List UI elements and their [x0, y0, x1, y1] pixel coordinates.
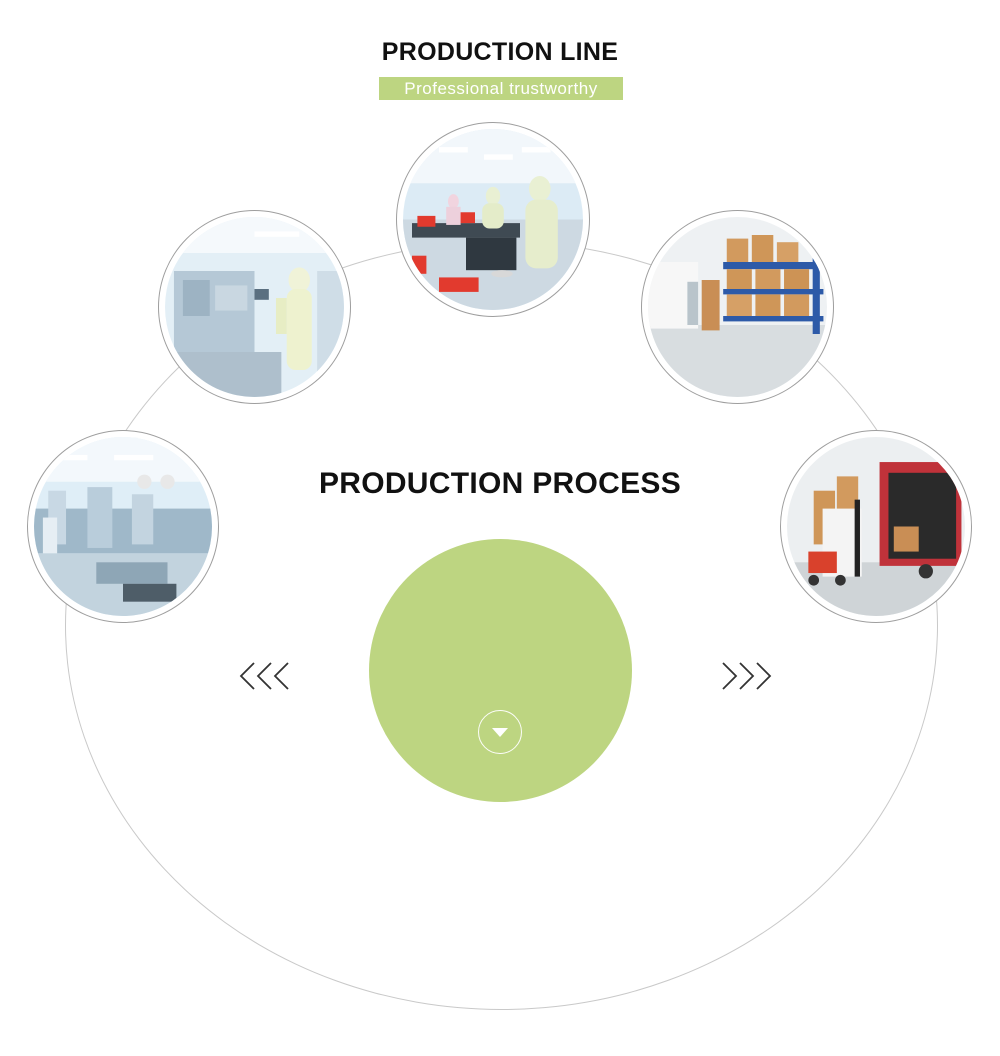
process-title: PRODUCTION PROCESS	[318, 467, 682, 500]
loading-truck-photo	[780, 430, 972, 623]
process-center-disc	[369, 539, 632, 802]
triple-chevron-right-icon	[722, 662, 772, 690]
prev-button[interactable]	[238, 659, 294, 693]
subtitle-badge: Professional trustworthy	[379, 77, 623, 100]
cleanroom-workers-photo	[396, 122, 590, 317]
next-button[interactable]	[717, 659, 773, 693]
warehouse-shelves-photo	[641, 210, 834, 404]
machine-operator-photo	[158, 210, 351, 404]
page-title: PRODUCTION LINE	[381, 38, 619, 66]
down-button[interactable]	[478, 710, 522, 754]
chevron-down-icon	[492, 728, 508, 737]
assembly-line-photo	[27, 430, 219, 623]
triple-chevron-left-icon	[239, 662, 289, 690]
